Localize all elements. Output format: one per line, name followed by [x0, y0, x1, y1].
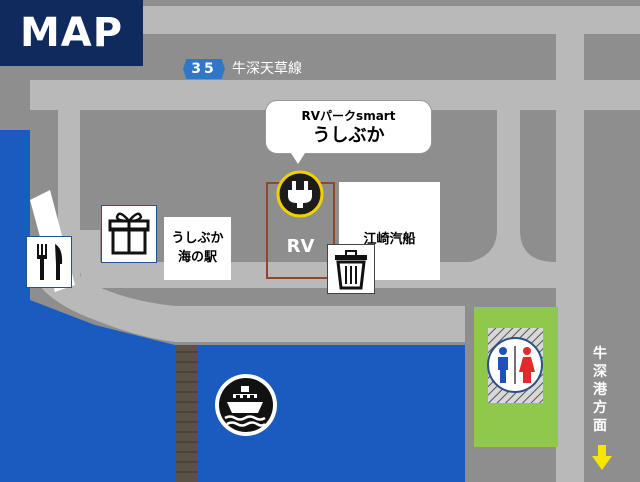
direction-label-ushibuka-port: 牛 深 港 方 面 [585, 345, 615, 470]
road-left-vertical [58, 80, 80, 280]
wooden-dock [176, 345, 198, 482]
direction-char: 面 [593, 418, 607, 434]
seawall-curve [30, 268, 465, 342]
map-title: MAP [0, 0, 143, 66]
road-lower-curve [80, 110, 556, 288]
dock-planks [176, 351, 198, 473]
route-number-badge: 35 [183, 59, 225, 79]
electric-plug-icon [276, 170, 324, 218]
direction-char: 港 [593, 382, 607, 398]
callout-tail [289, 150, 307, 164]
umi-no-eki-building: うしぶか 海の駅 [164, 217, 231, 280]
direction-char: 深 [593, 364, 607, 380]
route-name: 牛深天草線 [232, 61, 302, 77]
down-arrow-icon [592, 445, 612, 470]
trash-bin-icon [327, 244, 375, 294]
ezaki-kisen-label: 江崎汽船 [363, 232, 416, 247]
umi-no-eki-label-line2: 海の駅 [177, 250, 217, 265]
ezaki-kisen-building: 江崎汽船 [339, 182, 440, 280]
rv-park-name-line1: RVパークsmart [301, 109, 396, 123]
umi-no-eki-label-line1: うしぶか [171, 231, 224, 246]
rv-park-name-line2: うしぶか [312, 125, 385, 146]
sea-area [0, 130, 465, 482]
rv-park-callout: RVパークsmart うしぶか [265, 100, 432, 154]
direction-char: 方 [593, 400, 607, 416]
direction-char: 牛 [593, 346, 607, 362]
ferry-icon [215, 374, 277, 436]
gift-icon [101, 205, 157, 263]
rv-lot-label: RV [286, 236, 315, 257]
restroom-icon [487, 337, 543, 393]
restaurant-icon [26, 236, 72, 288]
road-right-vertical [556, 6, 584, 482]
